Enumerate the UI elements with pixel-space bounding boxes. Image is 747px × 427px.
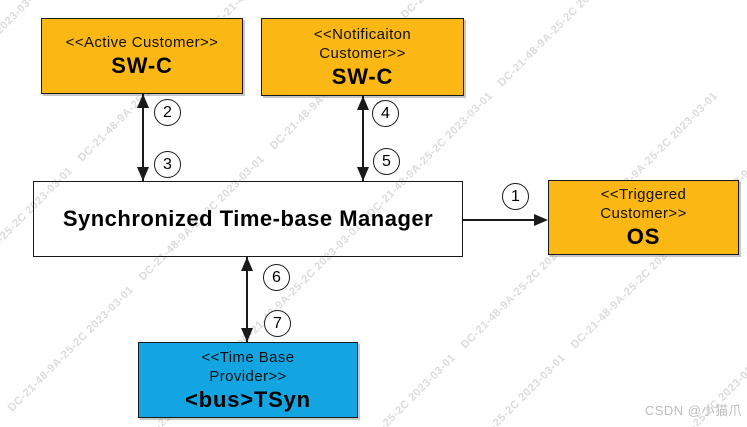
stereotype-label: <<Notificaiton: [313, 25, 412, 43]
watermark-text: DC-21-48-9A-25-2C 2023-03-01: [437, 351, 569, 427]
box-active-customer: <<Active Customer>> SW-C: [41, 18, 243, 94]
marker-number: 5: [382, 152, 391, 170]
box-time-base-manager: Synchronized Time-base Manager: [33, 181, 463, 257]
stereotype-label: Customer>>: [319, 44, 406, 62]
component-name: <bus>TSyn: [185, 386, 311, 412]
box-time-base-provider: <<Time Base Provider>> <bus>TSyn: [138, 342, 358, 418]
csdn-credit: CSDN @小猫爪: [644, 403, 742, 418]
marker-3: 3: [154, 151, 181, 178]
marker-number: 1: [511, 187, 520, 205]
marker-4: 4: [372, 100, 399, 127]
arrow-manager-provider-line: [246, 257, 248, 342]
component-name: OS: [626, 224, 661, 249]
marker-number: 4: [381, 104, 390, 122]
arrow-manager-os-line: [463, 219, 536, 221]
watermark-text: DC-21-48-9A-25-2C 2023-03-01: [495, 0, 627, 90]
marker-2: 2: [154, 99, 181, 126]
stereotype-label: Customer>>: [600, 205, 687, 222]
marker-number: 3: [163, 155, 172, 173]
component-name: SW-C: [331, 63, 394, 89]
marker-1: 1: [502, 183, 529, 210]
watermark-text: DC-21-48-9A-25-2C 2023-03-01: [5, 283, 137, 415]
box-triggered-customer: <<Triggered Customer>> OS: [548, 180, 739, 255]
marker-5: 5: [373, 148, 400, 175]
box-notification-customer: <<Notificaiton Customer>> SW-C: [261, 18, 464, 96]
arrowhead-up-icon: [137, 94, 149, 108]
arrowhead-down-icon: [241, 328, 253, 342]
stereotype-label: <<Triggered: [600, 186, 687, 203]
marker-6: 6: [263, 264, 290, 291]
marker-number: 6: [272, 268, 281, 286]
arrow-notification-manager-line: [362, 96, 364, 181]
watermark-text: DC-21-48-9A-25-2C 2023-03-01: [0, 0, 46, 115]
component-name: Synchronized Time-base Manager: [62, 206, 434, 231]
arrowhead-down-icon: [137, 167, 149, 181]
marker-7: 7: [264, 310, 291, 337]
stereotype-label: <<Time Base: [201, 348, 295, 366]
stereotype-label: <<Active Customer>>: [65, 34, 219, 51]
arrow-active-manager-line: [142, 94, 144, 181]
arrowhead-up-icon: [241, 257, 253, 271]
arrowhead-down-icon: [357, 167, 369, 181]
stereotype-label: Provider>>: [209, 367, 287, 385]
arrowhead-right-icon: [534, 214, 548, 226]
component-name: SW-C: [111, 53, 173, 78]
marker-number: 2: [163, 103, 172, 121]
arrowhead-up-icon: [357, 96, 369, 110]
marker-number: 7: [273, 314, 282, 332]
